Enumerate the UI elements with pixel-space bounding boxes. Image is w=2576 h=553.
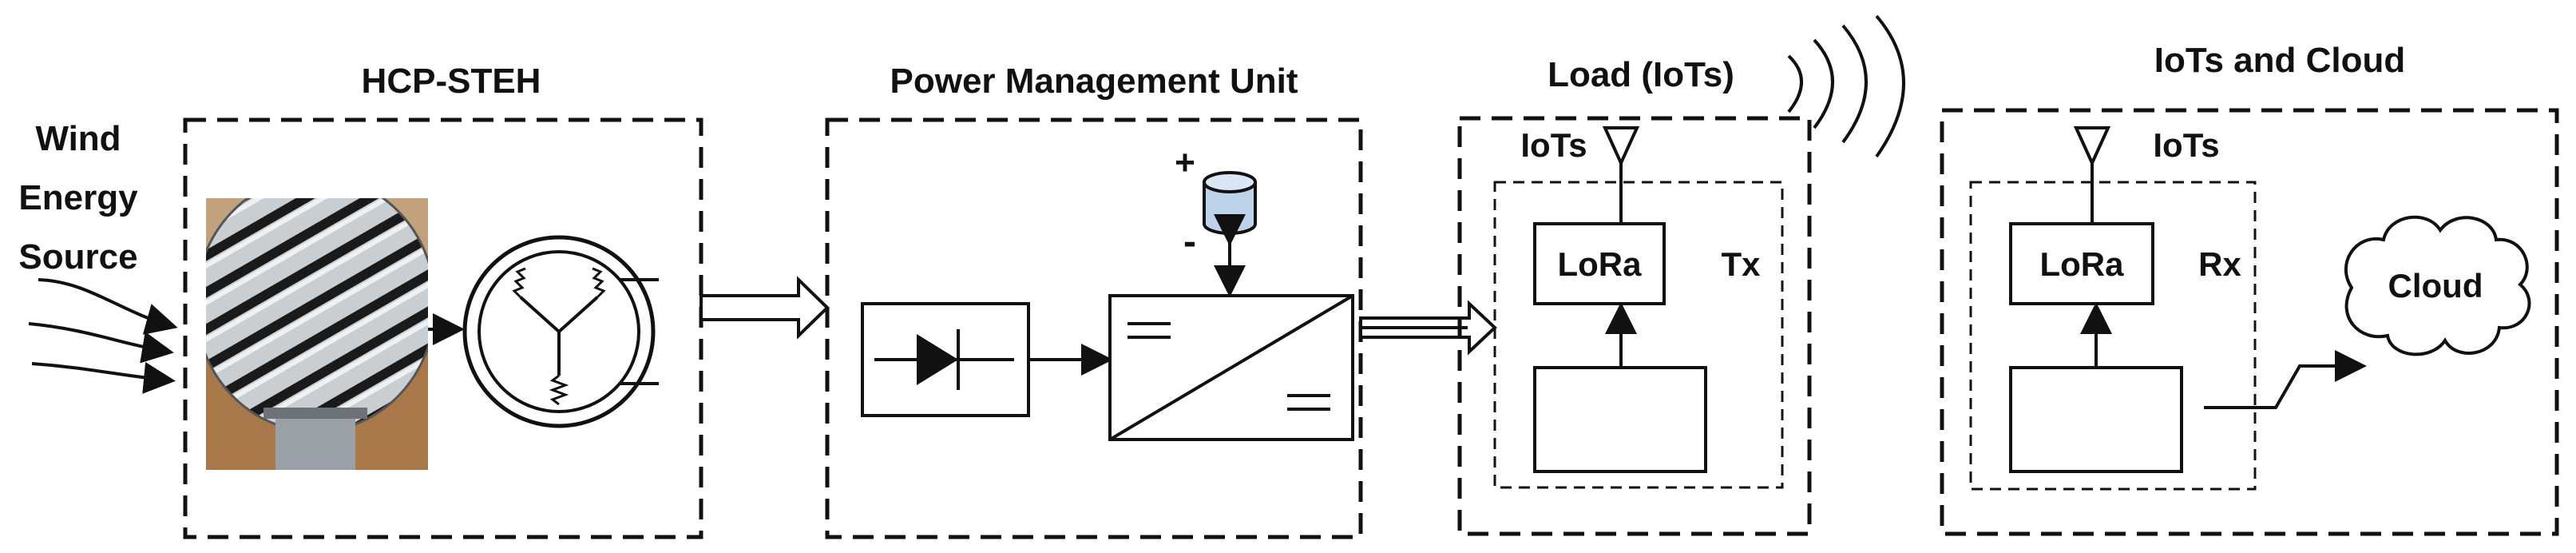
lora-rx-label: LoRa (2040, 245, 2125, 283)
wireless-waves-icon (1787, 14, 1905, 158)
pmu-title: Power Management Unit (890, 62, 1298, 101)
cloud-iots-label: IoTs (2153, 126, 2219, 164)
wind-arrow-1 (38, 278, 178, 335)
hcp-steh-frame (183, 117, 703, 539)
iots-cloud-block: IoTs and Cloud IoTs LoRa Rx Cloud (1940, 41, 2559, 536)
cloud-block-frame (1940, 108, 2559, 536)
load-frame (1457, 116, 1812, 536)
wind-source: Wind Energy Source (18, 119, 178, 394)
tx-label: Tx (1721, 245, 1761, 283)
hcp-steh-title: HCP-STEH (362, 62, 541, 101)
wind-label-line2: Energy (18, 178, 138, 217)
battery-icon (1203, 171, 1257, 235)
converter-symbol (1108, 294, 1354, 441)
wind-arrow-2 (28, 322, 174, 364)
lora-tx-label: LoRa (1558, 245, 1643, 283)
load-iot-node-frame (1493, 181, 1784, 489)
cloud-icon (2344, 215, 2531, 356)
load-iots-label: IoTs (1520, 126, 1587, 164)
cloud-label: Cloud (2388, 267, 2483, 304)
cloud-iot-node-frame (1969, 181, 2257, 491)
generator-icon (462, 235, 659, 428)
hcp-steh-block: HCP-STEH (183, 62, 703, 539)
lora-tx-module (1533, 222, 1666, 305)
battery-plus-label: + (1175, 143, 1195, 182)
hollow-arrow-1 (699, 276, 830, 340)
antenna-tx-icon (1602, 126, 1640, 224)
turbine-photo (206, 198, 428, 470)
battery-minus-label: - (1183, 221, 1196, 263)
wind-label-line1: Wind (35, 119, 121, 158)
load-device-block (1533, 366, 1707, 473)
rx-label: Rx (2198, 245, 2241, 283)
antenna-rx-icon (2073, 126, 2111, 224)
diode-icon (874, 329, 1014, 390)
wind-arrow-3 (31, 362, 176, 394)
hollow-arrow-2 (1359, 300, 1497, 356)
power-management-unit: Power Management Unit + - (825, 62, 1363, 539)
wind-label-line3: Source (18, 237, 137, 276)
load-title: Load (IoTs) (1548, 55, 1734, 94)
load-iots-block: Load (IoTs) IoTs LoRa Tx (1457, 55, 1812, 536)
cloud-block-title: IoTs and Cloud (2154, 41, 2406, 80)
lora-rx-module (2009, 222, 2154, 305)
receiver-device-block (2009, 366, 2183, 473)
device-to-cloud-arrow (2204, 350, 2367, 409)
